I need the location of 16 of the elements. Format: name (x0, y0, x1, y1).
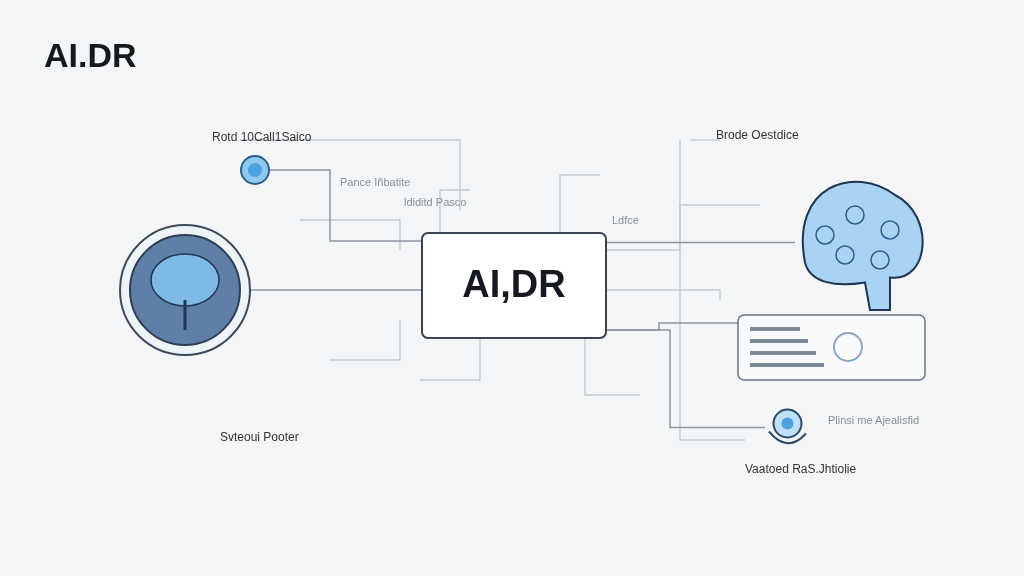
brain-circle-drawing (119, 224, 251, 356)
node-caption: Vaatoed RaS.Jhtiolie (745, 462, 857, 476)
node-caption: Rotd 10Call1Saico (212, 130, 312, 144)
text-label: Svteoui Pooter (220, 430, 299, 444)
sensor-icon (240, 155, 270, 185)
box-title: AI,DR (461, 263, 567, 306)
diagram-title: AI.DR (44, 36, 137, 75)
title-box (421, 232, 607, 339)
text-label: Plinsi me Ajealisfid (828, 414, 920, 426)
eye-hand-icon (768, 408, 807, 445)
text-label: Pance Iñbatite (340, 176, 411, 188)
text-label: Ldfce (612, 214, 639, 226)
dashboard-panel (737, 314, 926, 381)
brain-drawing (801, 180, 924, 311)
node-caption: Brode Oestdice (716, 128, 799, 142)
text-label: ldiditd Pasco (404, 196, 467, 208)
